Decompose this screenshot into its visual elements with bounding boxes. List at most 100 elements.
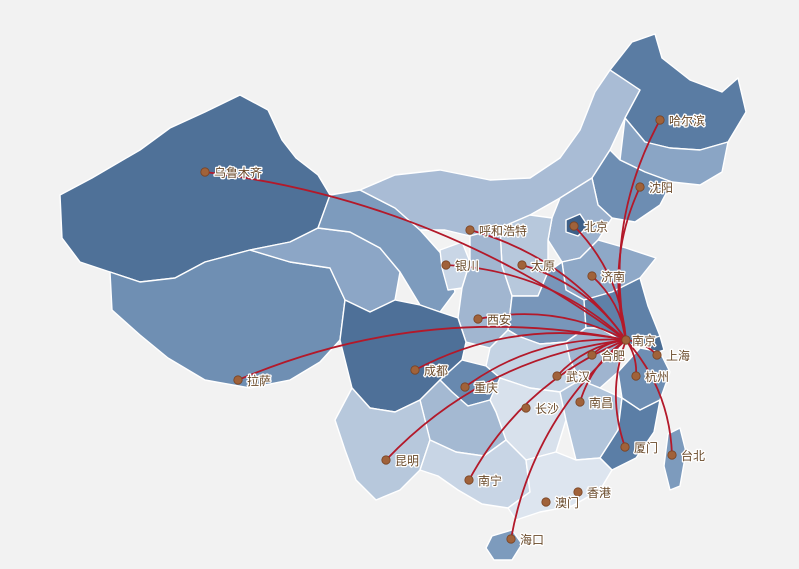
city-label-beijing: 北京 — [584, 220, 608, 234]
city-nanning[interactable]: 南宁 — [464, 472, 503, 489]
city-dot-shenyang[interactable] — [635, 182, 645, 192]
city-label-wuhan: 武汉 — [566, 370, 590, 384]
city-dot-xian[interactable] — [473, 314, 483, 324]
city-wuhan[interactable]: 武汉 — [552, 369, 591, 385]
city-label-taiyuan: 太原 — [531, 258, 555, 273]
province-guangdong[interactable] — [507, 451, 613, 521]
city-label-hefei: 合肥 — [601, 348, 625, 363]
city-kunming[interactable]: 昆明 — [381, 453, 420, 469]
city-dot-nanjing[interactable] — [621, 335, 631, 345]
city-yinchuan[interactable]: 银川 — [441, 258, 480, 274]
city-label-nanning: 南宁 — [478, 473, 502, 488]
city-dot-jinan[interactable] — [587, 271, 597, 281]
city-dot-yinchuan[interactable] — [441, 260, 451, 270]
city-label-nanjing: 南京 — [632, 333, 656, 348]
city-label-haikou: 海口 — [520, 532, 544, 547]
city-dot-changsha[interactable] — [521, 403, 531, 413]
city-label-macau: 澳门 — [555, 495, 579, 510]
city-dot-haikou[interactable] — [506, 534, 516, 544]
city-label-nanchang: 南昌 — [589, 395, 613, 410]
city-dot-urumqi[interactable] — [200, 167, 210, 177]
city-label-urumqi: 乌鲁木齐 — [214, 165, 262, 180]
province-hainan[interactable] — [485, 529, 523, 561]
route-yinchuan — [445, 264, 627, 341]
city-dot-hohhot[interactable] — [465, 225, 475, 235]
city-hefei[interactable]: 合肥 — [587, 347, 626, 364]
city-label-chengdu: 成都 — [424, 364, 448, 378]
city-dot-macau[interactable] — [541, 497, 551, 507]
city-hongkong[interactable]: 香港 — [573, 485, 612, 501]
province-qinghai[interactable] — [249, 227, 401, 313]
city-macau[interactable]: 澳门 — [541, 494, 580, 511]
city-label-xian: 西安 — [487, 312, 511, 327]
city-dot-nanning[interactable] — [464, 475, 474, 485]
province-layer — [59, 33, 747, 561]
city-dot-taiyuan[interactable] — [517, 260, 527, 270]
city-urumqi[interactable]: 乌鲁木齐 — [200, 164, 263, 181]
city-nanjing[interactable]: 南京 — [621, 332, 657, 349]
city-label-lhasa: 拉萨 — [247, 373, 271, 388]
city-label-hongkong: 香港 — [587, 486, 611, 500]
city-label-jinan: 济南 — [601, 269, 625, 284]
city-dot-beijing[interactable] — [569, 221, 579, 231]
city-hangzhou[interactable]: 杭州 — [631, 368, 670, 385]
city-dot-xiamen[interactable] — [620, 442, 630, 452]
city-label-harbin: 哈尔滨 — [669, 113, 705, 128]
city-dot-taipei[interactable] — [667, 450, 677, 460]
route-lhasa — [237, 325, 627, 381]
city-haikou[interactable]: 海口 — [506, 531, 545, 548]
city-dot-chengdu[interactable] — [410, 365, 420, 375]
city-shanghai[interactable]: 上海 — [652, 347, 691, 364]
city-shenyang[interactable]: 沈阳 — [635, 179, 674, 196]
route-taiyuan — [521, 264, 627, 341]
province-yunnan[interactable] — [334, 387, 431, 501]
city-label-yinchuan: 银川 — [455, 259, 479, 273]
city-label-chongqing: 重庆 — [474, 381, 498, 395]
province-taiwan[interactable] — [663, 427, 687, 491]
city-dot-kunming[interactable] — [381, 455, 391, 465]
city-dot-hongkong[interactable] — [573, 487, 583, 497]
route-xian — [477, 313, 627, 341]
city-label-kunming: 昆明 — [395, 454, 419, 468]
route-jinan — [591, 275, 627, 341]
route-chongqing — [464, 338, 627, 388]
city-nanchang[interactable]: 南昌 — [575, 394, 614, 411]
city-layer: 乌鲁木齐 哈尔滨沈阳北京 呼和浩特银川 太原济南西安南京上海 合肥杭州 成都拉萨重庆 武汉长… — [200, 112, 706, 548]
city-dot-harbin[interactable] — [655, 115, 665, 125]
city-dot-chongqing[interactable] — [460, 382, 470, 392]
city-xiamen[interactable]: 厦门 — [620, 439, 659, 456]
city-harbin[interactable]: 哈尔滨 — [655, 112, 706, 129]
city-chengdu[interactable]: 成都 — [410, 363, 449, 379]
city-dot-shanghai[interactable] — [652, 350, 662, 360]
province-fujian[interactable] — [599, 397, 661, 471]
city-xian[interactable]: 西安 — [473, 311, 512, 328]
city-dot-nanchang[interactable] — [575, 397, 585, 407]
route-beijing — [573, 225, 627, 341]
city-dot-wuhan[interactable] — [552, 371, 562, 381]
city-dot-lhasa[interactable] — [233, 375, 243, 385]
route-nanning — [468, 339, 627, 481]
route-taipei — [625, 339, 673, 456]
city-label-hangzhou: 杭州 — [645, 369, 669, 384]
city-hohhot[interactable]: 呼和浩特 — [465, 222, 528, 239]
city-label-shanghai: 上海 — [666, 348, 690, 363]
city-jinan[interactable]: 济南 — [587, 268, 626, 285]
city-chongqing[interactable]: 重庆 — [460, 380, 499, 396]
city-taiyuan[interactable]: 太原 — [517, 257, 556, 274]
route-urumqi — [204, 171, 627, 341]
city-label-changsha: 长沙 — [535, 402, 559, 416]
city-label-xiamen: 厦门 — [634, 440, 658, 455]
route-haikou — [510, 339, 627, 540]
city-dot-hangzhou[interactable] — [631, 371, 641, 381]
city-label-shenyang: 沈阳 — [649, 180, 673, 195]
city-label-hohhot: 呼和浩特 — [479, 223, 527, 238]
route-xiamen — [615, 339, 627, 448]
city-lhasa[interactable]: 拉萨 — [233, 372, 272, 389]
route-kunming — [385, 339, 627, 461]
city-taipei[interactable]: 台北 — [667, 447, 706, 464]
city-beijing[interactable]: 北京 — [569, 219, 609, 235]
city-label-taipei: 台北 — [681, 448, 705, 463]
city-changsha[interactable]: 长沙 — [521, 401, 560, 417]
city-dot-hefei[interactable] — [587, 350, 597, 360]
